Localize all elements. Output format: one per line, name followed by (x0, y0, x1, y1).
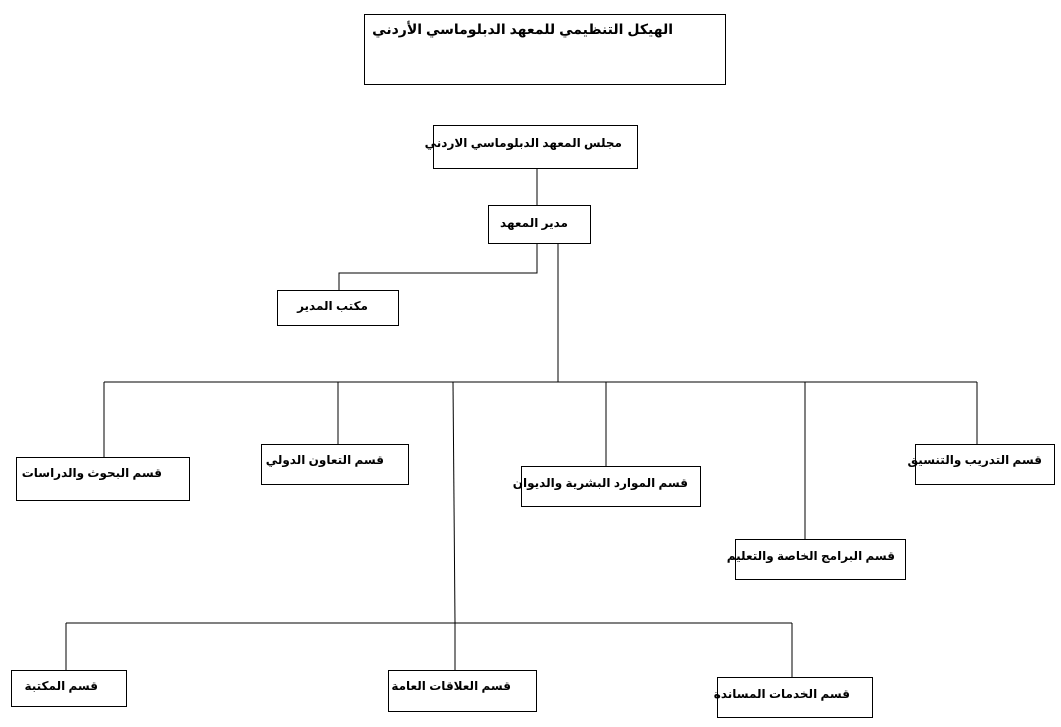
line-bottom-trunk (452, 381, 456, 624)
director-label: مدير المعهد (500, 216, 568, 230)
training-dept-label: قسم التدريب والتنسيق (907, 453, 1042, 467)
director-office-box: مكتب المدير (277, 290, 399, 326)
support-services-dept-box: قسم الخدمات المساندة (713, 677, 873, 718)
special-programs-dept-label: قسم البرامج الخاصة والتعليم (726, 549, 895, 563)
chart-title: الهيكل التنظيمي للمعهد الدبلوماسي الأردن… (372, 21, 673, 37)
hr-dept-label: قسم الموارد البشرية والديوان (512, 476, 688, 490)
director-box: مدير المعهد (488, 205, 591, 244)
cooperation-dept-box: قسم التعاون الدولي (261, 444, 409, 485)
research-dept-box: قسم البحوث والدراسات (16, 457, 190, 501)
director-office-label: مكتب المدير (297, 299, 368, 313)
research-dept-label: قسم البحوث والدراسات (21, 466, 162, 480)
council-box: مجلس المعهد الدبلوماسي الاردني (424, 125, 638, 169)
library-dept-box: قسم المكتبة (11, 670, 127, 707)
special-programs-dept-box: قسم البرامج الخاصة والتعليم (726, 539, 906, 580)
cooperation-dept-label: قسم التعاون الدولي (265, 453, 384, 467)
council-label: مجلس المعهد الدبلوماسي الاردني (424, 136, 622, 150)
training-dept-box: قسم التدريب والتنسيق (907, 444, 1055, 485)
public-relations-dept-box: قسم العلاقات العامة (388, 670, 537, 712)
library-dept-label: قسم المكتبة (24, 679, 98, 693)
hr-dept-box: قسم الموارد البشرية والديوان (512, 466, 701, 507)
chart-title-box: الهيكل التنظيمي للمعهد الدبلوماسي الأردن… (364, 14, 726, 85)
public-relations-dept-label: قسم العلاقات العامة (391, 679, 511, 693)
support-services-dept-label: قسم الخدمات المساندة (713, 687, 850, 701)
line-director-office (338, 243, 538, 290)
